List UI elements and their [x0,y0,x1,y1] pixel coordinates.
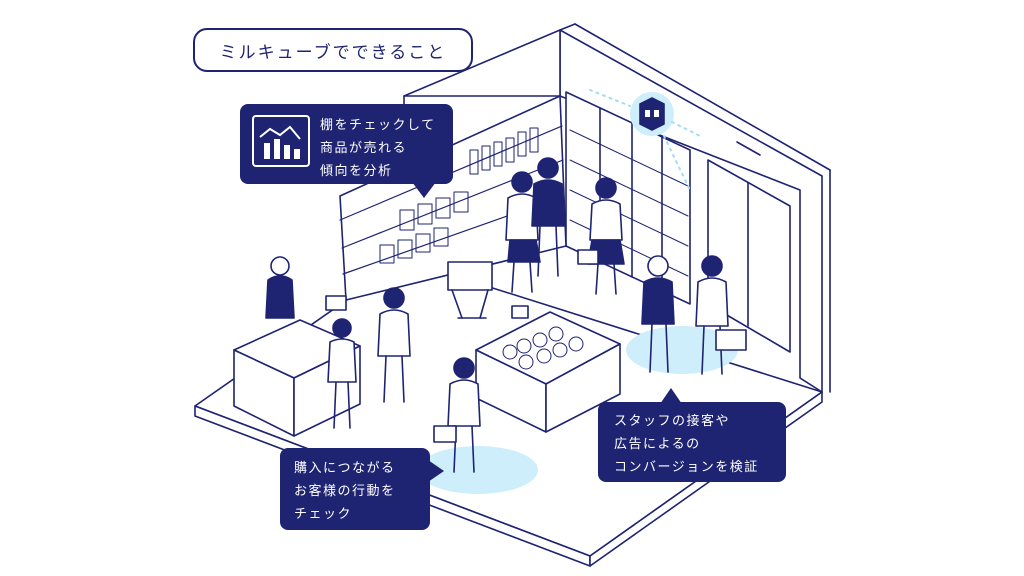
page-title: ミルキューブでできること [193,28,473,72]
callout-line: 商品が売れる [320,141,408,156]
person-shelf-shopper-1 [505,171,541,293]
callout-line: お客様の行動を [294,484,396,499]
callout-tail [412,182,436,198]
person-fridge-shopper [577,177,625,295]
highlight-zone-customer [418,446,538,494]
callout-line: 購入につながる [294,461,396,476]
bar-chart-trend-icon [252,115,310,167]
milcube-camera-icon [639,97,665,131]
callout-tail [660,388,682,404]
callout-line: スタッフの接客や [614,414,731,429]
person-queue-1 [327,318,357,429]
register [325,295,347,311]
callout-line: 傾向を分析 [320,164,393,179]
callout-line: コンバージョンを検証 [614,460,759,475]
person-shelf-shopper-2 [531,157,565,277]
callout-line: チェック [294,507,353,522]
person-staff [641,255,675,373]
callout-customer-behavior: 購入につながる お客様の行動を チェック [280,448,444,530]
person-shopper-with-basket [695,255,747,375]
callout-line: 棚をチェックして [320,118,436,133]
callout-tail [428,460,444,482]
person-queue-2 [377,287,411,403]
callout-line: 広告によるの [614,437,701,452]
callout-shelf-analysis: 棚をチェックして 商品が売れる 傾向を分析 [240,104,453,198]
callout-staff-conversion: スタッフの接客や 広告によるの コンバージョンを検証 [598,388,786,482]
person-customer-front [433,357,481,473]
person-cashier [265,256,295,319]
highlight-zone-staff [626,326,738,374]
shopping-cart [447,261,493,291]
